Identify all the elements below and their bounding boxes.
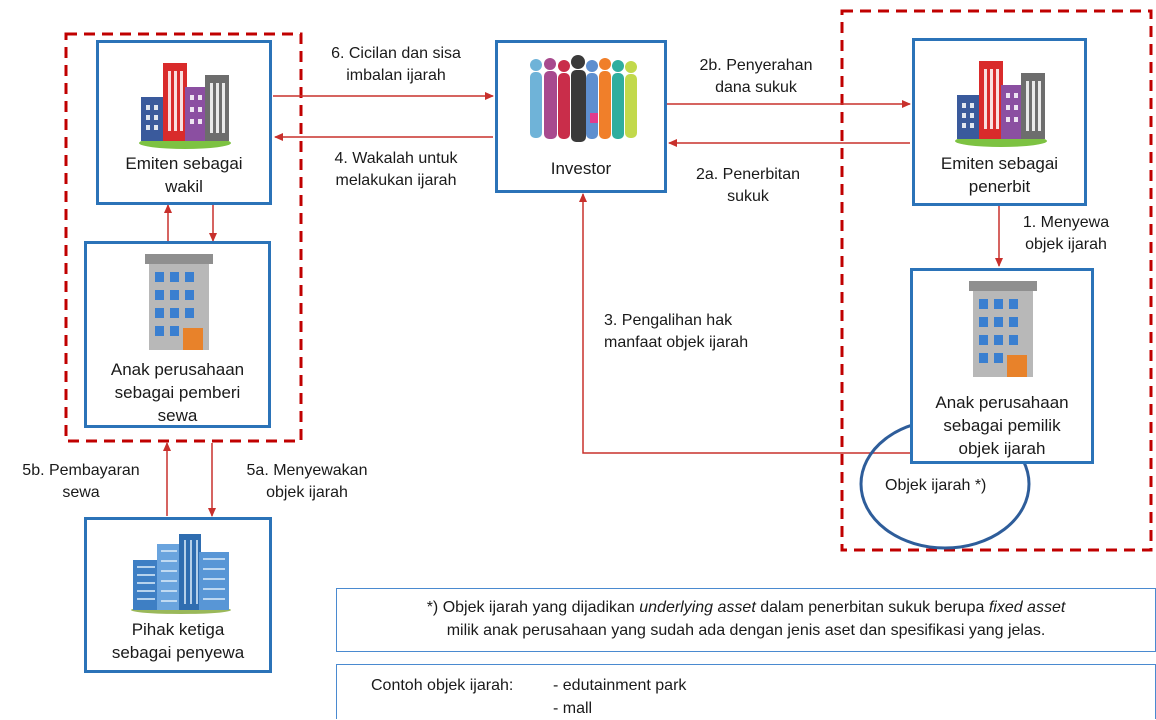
note-asset: *) Objek ijarah yang dijadikan underlyin… xyxy=(336,588,1156,652)
flow-label-1: 1. Menyewa objek ijarah xyxy=(1008,212,1124,256)
flow-label-5a: 5a. Menyewakan objek ijarah xyxy=(222,460,392,504)
flow-3-line1: 3. Pengalihan hak xyxy=(604,312,733,329)
flow-5b-line2: sewa xyxy=(62,484,100,501)
flow-label-2b: 2b. Penyerahan dana sukuk xyxy=(676,55,836,99)
office-building-icon xyxy=(145,254,213,350)
flow-1-line2: objek ijarah xyxy=(1025,236,1107,253)
note-asset-line2: milik anak perusahaan yang sudah ada den… xyxy=(446,622,1046,639)
flow-label-6: 6. Cicilan dan sisa imbalan ijarah xyxy=(308,43,484,87)
note-asset-em1: underlying asset xyxy=(639,599,756,616)
note-contoh-row1: Contoh objek ijarah: xyxy=(371,674,513,697)
node-anak-pemilik-line3: objek ijarah xyxy=(958,439,1046,458)
note-asset-line1: *) Objek ijarah yang dijadikan underlyin… xyxy=(337,596,1155,619)
note-asset-part1: *) Objek ijarah yang dijadikan xyxy=(426,599,640,616)
office-building-icon xyxy=(969,281,1037,377)
arrow-3 xyxy=(579,193,912,454)
right-group-frame xyxy=(840,9,1153,552)
node-anak-pemberi-line1: Anak perusahaan xyxy=(110,360,245,379)
office-buildings-icon xyxy=(139,63,231,149)
flow-3-line2: manfaat objek ijarah xyxy=(604,334,749,351)
flow-2b-line2: dana sukuk xyxy=(715,79,797,96)
node-anak-pemberi-line2: sebagai pemberi xyxy=(114,383,241,402)
flow-label-5b: 5b. Pembayaran sewa xyxy=(6,460,156,504)
flow-6-line2: imbalan ijarah xyxy=(346,67,446,84)
node-emiten-wakil-line1: Emiten sebagai xyxy=(125,154,243,173)
office-buildings-icon xyxy=(955,61,1047,147)
note-asset-part2: dalam penerbitan sukuk berupa xyxy=(755,599,989,616)
flow-6-line1: 6. Cicilan dan sisa xyxy=(331,45,461,62)
city-towers-icon xyxy=(131,534,231,614)
flow-2a-line1: 2a. Penerbitan xyxy=(695,166,801,183)
node-anak-pemilik-line2: sebagai pemilik xyxy=(943,416,1061,435)
flow-4-line1: 4. Wakalah untuk xyxy=(334,150,458,167)
node-investor: Investor xyxy=(495,40,667,193)
note-contoh-prefix: Contoh objek ijarah: xyxy=(371,677,514,694)
note-asset-em2: fixed asset xyxy=(988,599,1066,616)
flow-5a-line2: objek ijarah xyxy=(266,484,348,501)
node-emiten-penerbit-line1: Emiten sebagai xyxy=(940,154,1059,173)
note-contoh: Contoh objek ijarah: - edutainment park … xyxy=(336,664,1156,719)
flow-2a-line2: sukuk xyxy=(727,188,769,205)
people-group-icon xyxy=(530,55,637,142)
flow-label-4: 4. Wakalah untuk melakukan ijarah xyxy=(305,148,487,192)
node-emiten-wakil: Emiten sebagai wakil xyxy=(96,40,272,205)
flow-5a-line1: 5a. Menyewakan xyxy=(246,462,368,479)
note-contoh-item1: - edutainment park xyxy=(553,677,687,694)
node-emiten-penerbit-line2: penerbit xyxy=(968,177,1031,196)
node-anak-pemberi-line3: sewa xyxy=(157,406,198,425)
node-pihak-ketiga-line1: Pihak ketiga xyxy=(131,620,225,639)
flow-4-line2: melakukan ijarah xyxy=(335,172,457,189)
left-group-frame xyxy=(64,32,303,443)
node-anak-pemilik-line1: Anak perusahaan xyxy=(935,393,1069,412)
node-anak-pemberi-sewa: Anak perusahaan sebagai pemberi sewa xyxy=(84,241,271,428)
note-contoh-item2: - mall xyxy=(553,700,593,717)
flow-label-3: 3. Pengalihan hak manfaat objek ijarah xyxy=(604,310,804,354)
node-pihak-ketiga-line2: sebagai penyewa xyxy=(111,643,245,662)
objek-ijarah-label: Objek ijarah *) xyxy=(885,477,987,494)
flow-1-line1: 1. Menyewa xyxy=(1022,214,1110,231)
node-anak-pemilik: Anak perusahaan sebagai pemilik objek ij… xyxy=(910,268,1094,464)
node-emiten-wakil-line2: wakil xyxy=(165,177,203,196)
flow-label-2a: 2a. Penerbitan sukuk xyxy=(678,164,818,208)
flow-2b-line1: 2b. Penyerahan xyxy=(699,57,813,74)
node-emiten-penerbit: Emiten sebagai penerbit xyxy=(912,38,1087,206)
node-pihak-ketiga: Pihak ketiga sebagai penyewa xyxy=(84,517,272,673)
flow-5b-line1: 5b. Pembayaran xyxy=(22,462,140,479)
node-investor-label: Investor xyxy=(550,159,612,178)
